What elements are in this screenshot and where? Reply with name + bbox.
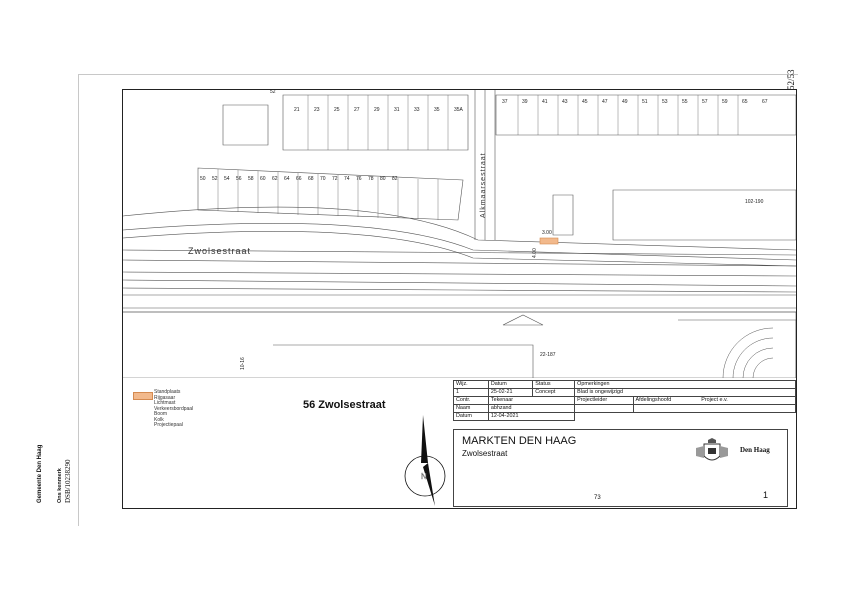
house-number: 78 bbox=[368, 176, 374, 182]
house-number: 39 bbox=[522, 99, 528, 105]
house-number: 53 bbox=[662, 99, 668, 105]
house-number: 80 bbox=[380, 176, 386, 182]
titleblock-subheading: Zwolsestraat bbox=[462, 449, 508, 458]
hdr-status: Status bbox=[532, 380, 576, 389]
house-number: 59 bbox=[722, 99, 728, 105]
legend-item: Rijgasaar bbox=[154, 394, 176, 401]
house-number: 64 bbox=[284, 176, 290, 182]
titleblock-code: 73 bbox=[594, 495, 601, 501]
side-org: Gemeente Den Haag bbox=[37, 444, 43, 503]
role-tekenaar: Tekenaar bbox=[487, 396, 576, 405]
house-number: 31 bbox=[394, 107, 400, 113]
legend-item: Standplaats bbox=[154, 389, 181, 395]
house-number: 54 bbox=[224, 176, 230, 182]
legend-item: Boom bbox=[154, 411, 168, 417]
house-number: 66 bbox=[296, 176, 302, 182]
naam-value: abhzand bbox=[487, 404, 576, 413]
house-number: 57 bbox=[702, 99, 708, 105]
legend-standplaats-swatch bbox=[133, 392, 153, 400]
house-number: 21 bbox=[294, 107, 300, 113]
street-label-main: Zwolsestraat bbox=[188, 246, 252, 256]
house-number: 37 bbox=[502, 99, 508, 105]
house-number: 33 bbox=[414, 107, 420, 113]
hdr-wijz: Wijz. bbox=[453, 380, 489, 389]
house-number: 49 bbox=[622, 99, 628, 105]
dim-depth: 4.00 bbox=[532, 248, 538, 258]
legend-item: Lichtmast bbox=[154, 400, 176, 406]
house-number: 56 bbox=[236, 176, 242, 182]
house-number: 55 bbox=[682, 99, 688, 105]
house-number: 25 bbox=[334, 107, 340, 113]
house-number: 82 bbox=[392, 176, 398, 182]
house-number: 45 bbox=[582, 99, 588, 105]
house-number: 62 bbox=[272, 176, 278, 182]
drawing-frame bbox=[122, 89, 797, 509]
house-number: 47 bbox=[602, 99, 608, 105]
legend-item: Kolk bbox=[154, 416, 164, 423]
row1-datum: 25-02-21 bbox=[487, 388, 534, 397]
side-kenmerk-label: Ons kenmerk bbox=[57, 468, 63, 503]
house-number: 29 bbox=[374, 107, 380, 113]
datum-label: Datum bbox=[453, 412, 489, 421]
side-kenmerk-value: DSB/10238290 bbox=[64, 459, 72, 503]
house-number: 50 bbox=[200, 176, 206, 182]
titleblock-heading: MARKTEN DEN HAAG bbox=[462, 435, 577, 447]
datum-value: 12-04-2021 bbox=[487, 412, 576, 421]
role-projectleider: Projectleider bbox=[574, 396, 634, 405]
north-arrow-icon: N bbox=[404, 415, 446, 506]
house-number: 58 bbox=[248, 176, 254, 182]
page-number: 52/53 bbox=[786, 69, 796, 90]
top-small-number: 52 bbox=[270, 89, 276, 95]
sheet-number: 1 bbox=[763, 490, 769, 500]
house-number: 67 bbox=[762, 99, 768, 105]
standplaats-marker bbox=[539, 237, 559, 245]
house-number: 65 bbox=[742, 99, 748, 105]
row1-wijz: 1 bbox=[453, 388, 489, 397]
den-haag-crest-icon bbox=[696, 438, 728, 461]
block-label-3: 10-16 bbox=[240, 357, 246, 370]
title-block bbox=[453, 429, 788, 507]
page-title: 56 Zwolsestraat bbox=[303, 399, 386, 411]
block-label-1: 102-190 bbox=[745, 199, 764, 205]
legend-item: Verkeersbordpaal bbox=[154, 405, 194, 412]
top-line bbox=[78, 74, 798, 75]
house-number: 35A bbox=[454, 107, 463, 113]
hdr-datum: Datum bbox=[487, 380, 534, 389]
house-number: 41 bbox=[542, 99, 548, 105]
house-number: 70 bbox=[320, 176, 326, 182]
legend-item: Projectiepaal bbox=[154, 422, 183, 428]
row1-opmerking: Blad is ongewijzigd bbox=[574, 388, 796, 397]
map-drawing bbox=[123, 90, 796, 378]
dim-width: 3.00 bbox=[542, 230, 552, 236]
house-number: 72 bbox=[332, 176, 338, 182]
logo-text: Den Haag bbox=[740, 446, 770, 454]
house-number: 60 bbox=[260, 176, 266, 182]
row1-status: Concept bbox=[532, 388, 576, 397]
house-number: 68 bbox=[308, 176, 314, 182]
revision-table: Wijz. Datum Status Opmerkingen 1 25-02-2… bbox=[453, 380, 797, 421]
house-number: 23 bbox=[314, 107, 320, 113]
house-number: 76 bbox=[356, 176, 362, 182]
naam-label: Naam bbox=[453, 404, 489, 413]
svg-text:N: N bbox=[421, 472, 427, 481]
margin-line bbox=[78, 74, 79, 526]
house-number: 51 bbox=[642, 99, 648, 105]
role-contr: Contr. bbox=[453, 396, 489, 405]
block-label-2: 22-187 bbox=[540, 352, 556, 358]
house-number: 43 bbox=[562, 99, 568, 105]
house-number: 74 bbox=[344, 176, 350, 182]
house-number: 27 bbox=[354, 107, 360, 113]
street-label-side: Alkmaarsestraat bbox=[480, 152, 487, 218]
house-number: 52 bbox=[212, 176, 218, 182]
house-number: 35 bbox=[434, 107, 440, 113]
hdr-opmerkingen: Opmerkingen bbox=[574, 380, 796, 389]
